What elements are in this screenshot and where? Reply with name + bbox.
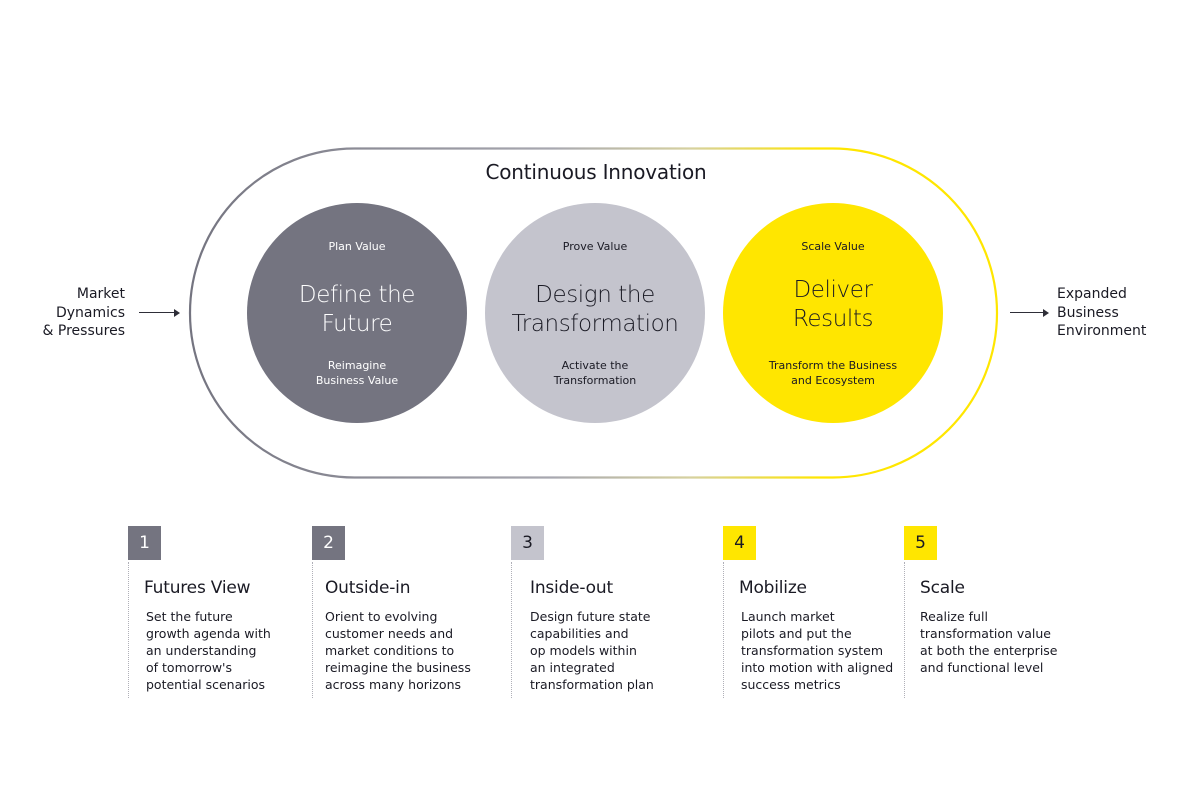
step-heading: Scale [920, 578, 965, 598]
step-outside-in: 2 Outside-in Orient to evolving customer… [312, 526, 492, 701]
phase-label: Plan Value [328, 240, 386, 253]
dotted-divider [723, 562, 724, 698]
step-description: Launch market pilots and put the transfo… [741, 609, 894, 692]
phase-description: Transform the Business and Ecosystem [768, 359, 898, 387]
step-inside-out: 3 Inside-out Design future state capabil… [511, 526, 691, 701]
phase-circle-define-the-future: Plan Value Define the Future Reimagine B… [247, 203, 467, 423]
step-heading: Futures View [144, 578, 251, 598]
dotted-divider [904, 562, 905, 698]
phase-circle-design-the-transformation: Prove Value Design the Transformation Ac… [485, 203, 705, 423]
step-description: Set the future growth agenda with an und… [146, 609, 271, 692]
phase-description: Activate the Transformation [553, 359, 637, 387]
step-description: Orient to evolving customer needs and ma… [325, 609, 471, 692]
phase-label: Scale Value [801, 240, 865, 253]
step-number-badge: 4 [723, 526, 756, 560]
output-label: Expanded Business Environment [1057, 286, 1147, 339]
step-scale: 5 Scale Realize full transformation valu… [904, 526, 1084, 701]
step-heading: Inside-out [530, 578, 613, 598]
phase-circle-deliver-results: Scale Value Deliver Results Transform th… [723, 203, 943, 423]
step-number-badge: 2 [312, 526, 345, 560]
step-futures-view: 1 Futures View Set the future growth age… [128, 526, 308, 701]
step-description: Design future state capabilities and op … [530, 609, 654, 692]
step-description: Realize full transformation value at bot… [920, 609, 1058, 675]
phase-label: Prove Value [562, 240, 628, 253]
step-heading: Mobilize [739, 578, 807, 598]
step-number-badge: 1 [128, 526, 161, 560]
phase-title: Design the Transformation [511, 282, 679, 337]
phase-title: Define the Future [298, 282, 416, 337]
input-label: Market Dynamics & Pressures [42, 286, 125, 339]
step-mobilize: 4 Mobilize Launch market pilots and put … [723, 526, 903, 701]
dotted-divider [511, 562, 512, 698]
step-number-badge: 3 [511, 526, 544, 560]
arrow-right-icon [139, 308, 181, 318]
dotted-divider [128, 562, 129, 698]
step-number-badge: 5 [904, 526, 937, 560]
step-heading: Outside-in [325, 578, 411, 598]
dotted-divider [312, 562, 313, 698]
arrow-right-icon [1010, 308, 1050, 318]
phase-title: Deliver Results [792, 277, 874, 332]
frame-title: Continuous Innovation [485, 160, 707, 184]
phase-description: Reimagine Business Value [315, 359, 399, 387]
